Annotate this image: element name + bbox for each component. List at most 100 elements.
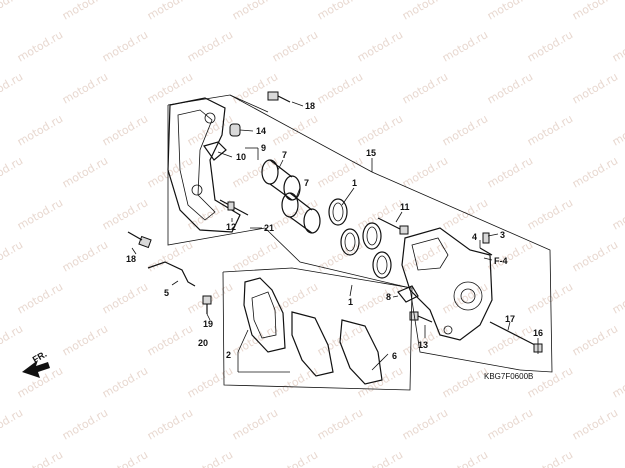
- callout-14: 14: [256, 126, 266, 136]
- watermark-text: motod.ru: [440, 280, 490, 316]
- watermark-text: motod.ru: [440, 448, 490, 468]
- watermark-text: motod.ru: [315, 154, 365, 190]
- watermark-text: motod.ru: [60, 0, 110, 23]
- watermark-text: motod.ru: [610, 28, 625, 64]
- pin-17: [489, 321, 536, 346]
- front-direction-arrow: [22, 360, 50, 378]
- watermark-text: motod.ru: [185, 112, 235, 148]
- watermark-text: motod.ru: [0, 70, 25, 106]
- watermark-text: motod.ru: [570, 322, 620, 358]
- callout-1-upper: 1: [352, 178, 357, 188]
- watermark-text: motod.ru: [230, 322, 280, 358]
- callout-16: 16: [533, 328, 543, 338]
- watermark-text: motod.ru: [145, 238, 195, 274]
- watermark-text: motod.ru: [100, 448, 150, 468]
- watermark-text: motod.ru: [145, 154, 195, 190]
- watermark-text: motod.ru: [525, 28, 575, 64]
- watermark-text: motod.ru: [570, 406, 620, 442]
- watermark-text: motod.ru: [0, 406, 25, 442]
- callout-4: 4: [472, 232, 477, 242]
- pad-set-outline: [222, 267, 413, 391]
- watermark-text: motod.ru: [270, 448, 320, 468]
- bolt-18-top: [267, 91, 291, 103]
- callout-20: 20: [198, 338, 208, 348]
- watermark-text: motod.ru: [400, 154, 450, 190]
- watermark-text: motod.ru: [485, 322, 535, 358]
- callout-F4: F-4: [494, 256, 508, 266]
- watermark-text: motod.ru: [525, 112, 575, 148]
- watermark-text: motod.ru: [485, 406, 535, 442]
- callout-6: 6: [392, 351, 397, 361]
- callout-19: 19: [203, 319, 213, 329]
- watermark-text: motod.ru: [440, 28, 490, 64]
- callout-13: 13: [418, 340, 428, 350]
- callout-2: 2: [226, 350, 231, 360]
- watermark-text: motod.ru: [15, 112, 65, 148]
- watermark-text: motod.ru: [485, 0, 535, 23]
- watermark-text: motod.ru: [570, 0, 620, 23]
- watermark-text: motod.ru: [230, 70, 280, 106]
- watermark-text: motod.ru: [355, 112, 405, 148]
- watermark-text: motod.ru: [400, 406, 450, 442]
- callout-15: 15: [366, 148, 376, 158]
- pad-2: [243, 277, 286, 353]
- watermark-text: motod.ru: [570, 154, 620, 190]
- watermark-text: motod.ru: [440, 196, 490, 232]
- bolt-13: [409, 311, 433, 323]
- watermark-text: motod.ru: [270, 28, 320, 64]
- watermark-text: motod.ru: [60, 154, 110, 190]
- watermark-text: motod.ru: [485, 70, 535, 106]
- watermark-text: motod.ru: [610, 448, 625, 468]
- callout-1-lower: 1: [348, 297, 353, 307]
- watermark-text: motod.ru: [100, 28, 150, 64]
- watermark-text: motod.ru: [230, 0, 280, 23]
- callout-3: 3: [500, 230, 505, 240]
- watermark-text: motod.ru: [485, 154, 535, 190]
- watermark-text: motod.ru: [400, 0, 450, 23]
- watermark-text: motod.ru: [355, 196, 405, 232]
- watermark-text: motod.ru: [15, 196, 65, 232]
- caliper-assembly-outline: [229, 94, 553, 373]
- watermark-text: motod.ru: [525, 448, 575, 468]
- watermark-text: motod.ru: [100, 196, 150, 232]
- watermark-text: motod.ru: [570, 70, 620, 106]
- pin-11: [377, 217, 409, 235]
- watermark-text: motod.ru: [610, 196, 625, 232]
- diagram-code: KBG7F0600B: [484, 372, 533, 381]
- watermark-text: motod.ru: [15, 280, 65, 316]
- boot-14: [229, 123, 241, 137]
- watermark-text: motod.ru: [525, 280, 575, 316]
- callout-8: 8: [386, 292, 391, 302]
- watermark-text: motod.ru: [400, 70, 450, 106]
- piston-lower: [281, 192, 321, 234]
- watermark-text: motod.ru: [0, 154, 25, 190]
- watermark-text: motod.ru: [355, 28, 405, 64]
- watermark-text: motod.ru: [440, 364, 490, 400]
- watermark-text: motod.ru: [440, 112, 490, 148]
- watermark-text: motod.ru: [610, 364, 625, 400]
- callout-10: 10: [236, 152, 246, 162]
- leader-lines: [131, 101, 539, 373]
- callout-18-top: 18: [305, 101, 315, 111]
- callout-21: 21: [264, 223, 274, 233]
- watermark-text: motod.ru: [0, 322, 25, 358]
- watermark-text: motod.ru: [610, 280, 625, 316]
- watermark-text: motod.ru: [610, 112, 625, 148]
- watermark-text: motod.ru: [185, 364, 235, 400]
- caliper-body: [401, 227, 493, 341]
- watermark-text: motod.ru: [0, 0, 25, 23]
- pad-6: [291, 311, 383, 385]
- shim-10: [203, 141, 227, 161]
- callout-11: 11: [400, 202, 410, 212]
- watermark-text: motod.ru: [315, 70, 365, 106]
- watermark-text: motod.ru: [270, 364, 320, 400]
- watermark-text: motod.ru: [145, 322, 195, 358]
- watermark-text: motod.ru: [15, 28, 65, 64]
- bleed-valve-3-4: [479, 232, 493, 256]
- watermark-text: motod.ru: [315, 238, 365, 274]
- watermark-text: motod.ru: [315, 406, 365, 442]
- watermark-text: motod.ru: [570, 238, 620, 274]
- callout-7-upper: 7: [282, 150, 287, 160]
